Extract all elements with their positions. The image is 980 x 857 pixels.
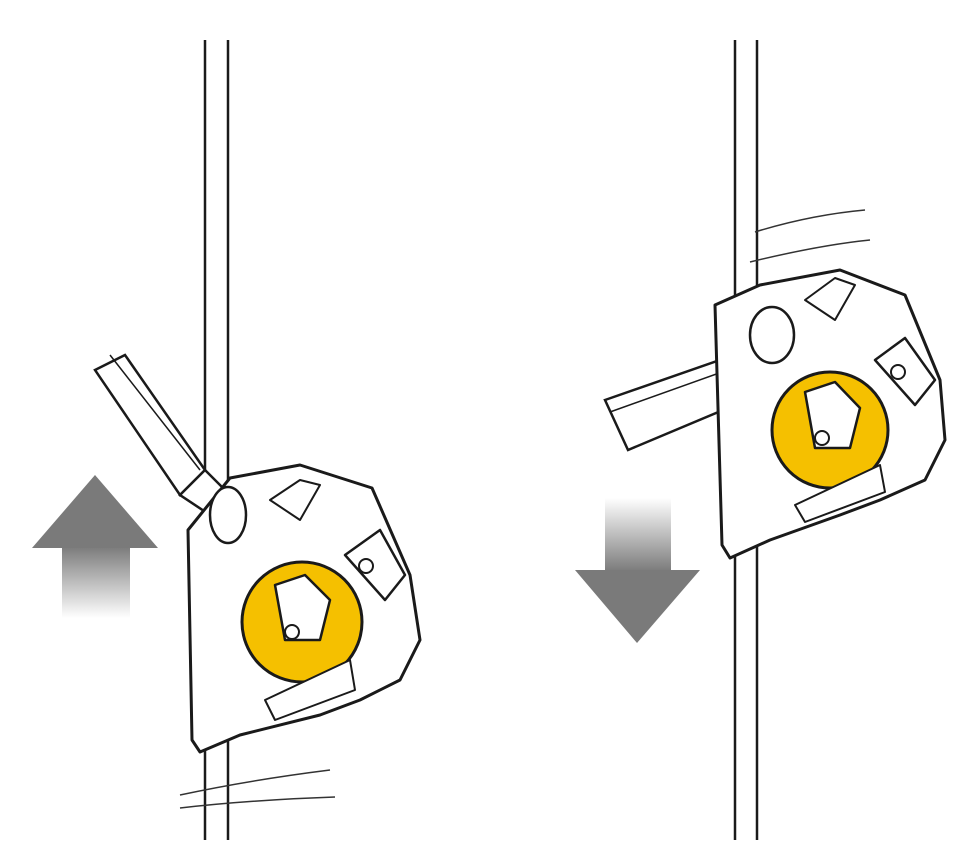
rope-clamp-device-left [186, 463, 422, 754]
down-arrow-icon [575, 498, 700, 643]
right-panel-descending [575, 40, 947, 840]
left-panel-ascending [32, 40, 422, 840]
motion-lines-left [179, 769, 336, 809]
up-arrow-icon [32, 475, 158, 618]
motion-lines-right [749, 209, 871, 263]
rope-clamp-device-right [713, 268, 947, 560]
